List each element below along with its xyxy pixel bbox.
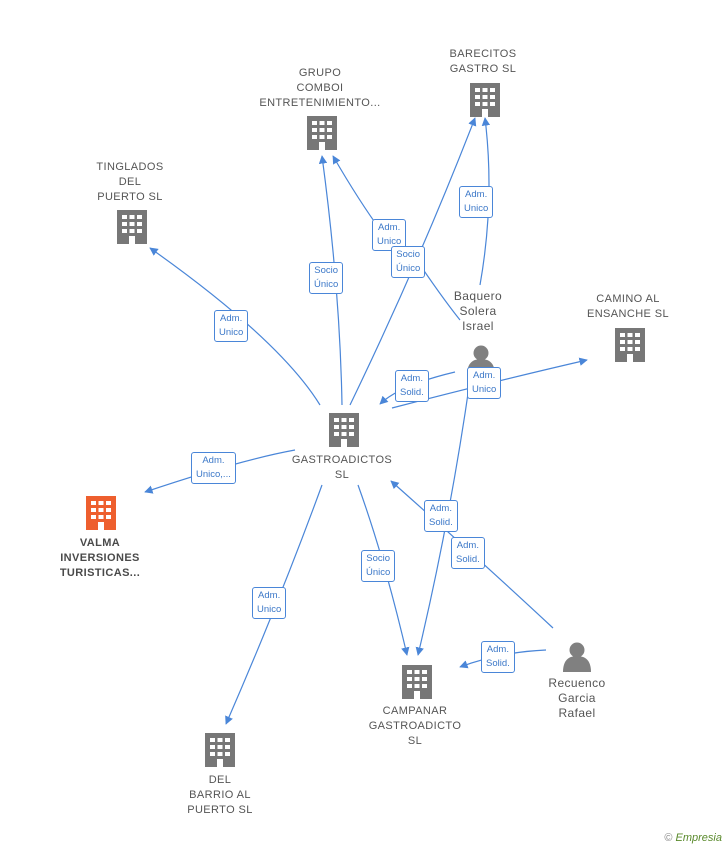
copyright-symbol: © xyxy=(664,832,673,844)
edge-label-adm-unico-delbarrio[interactable]: Adm. Unico xyxy=(252,587,287,619)
node-label-grupo[interactable]: GRUPO COMBOI ENTRETENIMIENTO... xyxy=(259,67,381,109)
edge-label-adm-unico-tinglados[interactable]: Adm. Unico xyxy=(214,310,249,342)
person-icon[interactable] xyxy=(563,642,591,673)
edge-label-adm-solid-recuenco-campanar[interactable]: Adm. Solid. xyxy=(481,641,515,673)
node-label-camino[interactable]: CAMINO AL ENSANCHE SL xyxy=(586,293,670,320)
edge-label-adm-unico-camino[interactable]: Adm. Unico xyxy=(467,367,502,399)
building-icon[interactable] xyxy=(205,733,235,767)
edge-label-socio-unico-barecitos[interactable]: Socio Único xyxy=(391,246,426,278)
node-label-recuenco[interactable]: Recuenco Garcia Rafael xyxy=(548,676,606,720)
building-icon[interactable] xyxy=(86,496,116,530)
brand-logo[interactable]: ©Empresia xyxy=(664,832,722,844)
node-label-campanar[interactable]: CAMPANAR GASTROADICTO SL xyxy=(368,705,462,747)
building-icon[interactable] xyxy=(307,116,337,150)
brand-name: Empresia xyxy=(675,832,722,844)
edge-label-adm-unico-barecitos[interactable]: Adm. Unico xyxy=(459,186,494,218)
edge-label-adm-unico-valma[interactable]: Adm. Unico,... xyxy=(191,452,236,484)
building-icon[interactable] xyxy=(470,83,500,117)
edge-label-socio-unico-campanar[interactable]: Socio Único xyxy=(361,550,396,582)
node-label-baquero[interactable]: Baquero Solera Israel xyxy=(453,289,503,333)
edge-label-adm-solid-recuenco-gastroadictos[interactable]: Adm. Solid. xyxy=(451,537,485,569)
edge-label-adm-solid-gastroadictos[interactable]: Adm. Solid. xyxy=(395,370,429,402)
building-icon[interactable] xyxy=(615,328,645,362)
node-label-tinglados[interactable]: TINGLADOS DEL PUERTO SL xyxy=(96,161,164,203)
edge-line xyxy=(149,247,321,406)
edges-layer xyxy=(144,117,588,725)
building-icon[interactable] xyxy=(117,210,147,244)
node-label-delbarrio[interactable]: DEL BARRIO AL PUERTO SL xyxy=(187,774,253,816)
node-label-valma[interactable]: VALMA INVERSIONES TURISTICAS... xyxy=(59,537,141,579)
edge-label-socio-unico-grupo[interactable]: Socio Único xyxy=(309,262,344,294)
edge-label-adm-unico-grupo[interactable]: Adm. Unico xyxy=(372,219,407,251)
node-label-barecitos[interactable]: BARECITOS GASTRO SL xyxy=(449,48,517,75)
node-label-gastroadictos[interactable]: GASTROADICTOS SL xyxy=(291,454,393,481)
building-icon[interactable] xyxy=(402,665,432,699)
building-icon[interactable] xyxy=(329,413,359,447)
edge-label-adm-solid-campanar-baquero[interactable]: Adm. Solid. xyxy=(424,500,458,532)
